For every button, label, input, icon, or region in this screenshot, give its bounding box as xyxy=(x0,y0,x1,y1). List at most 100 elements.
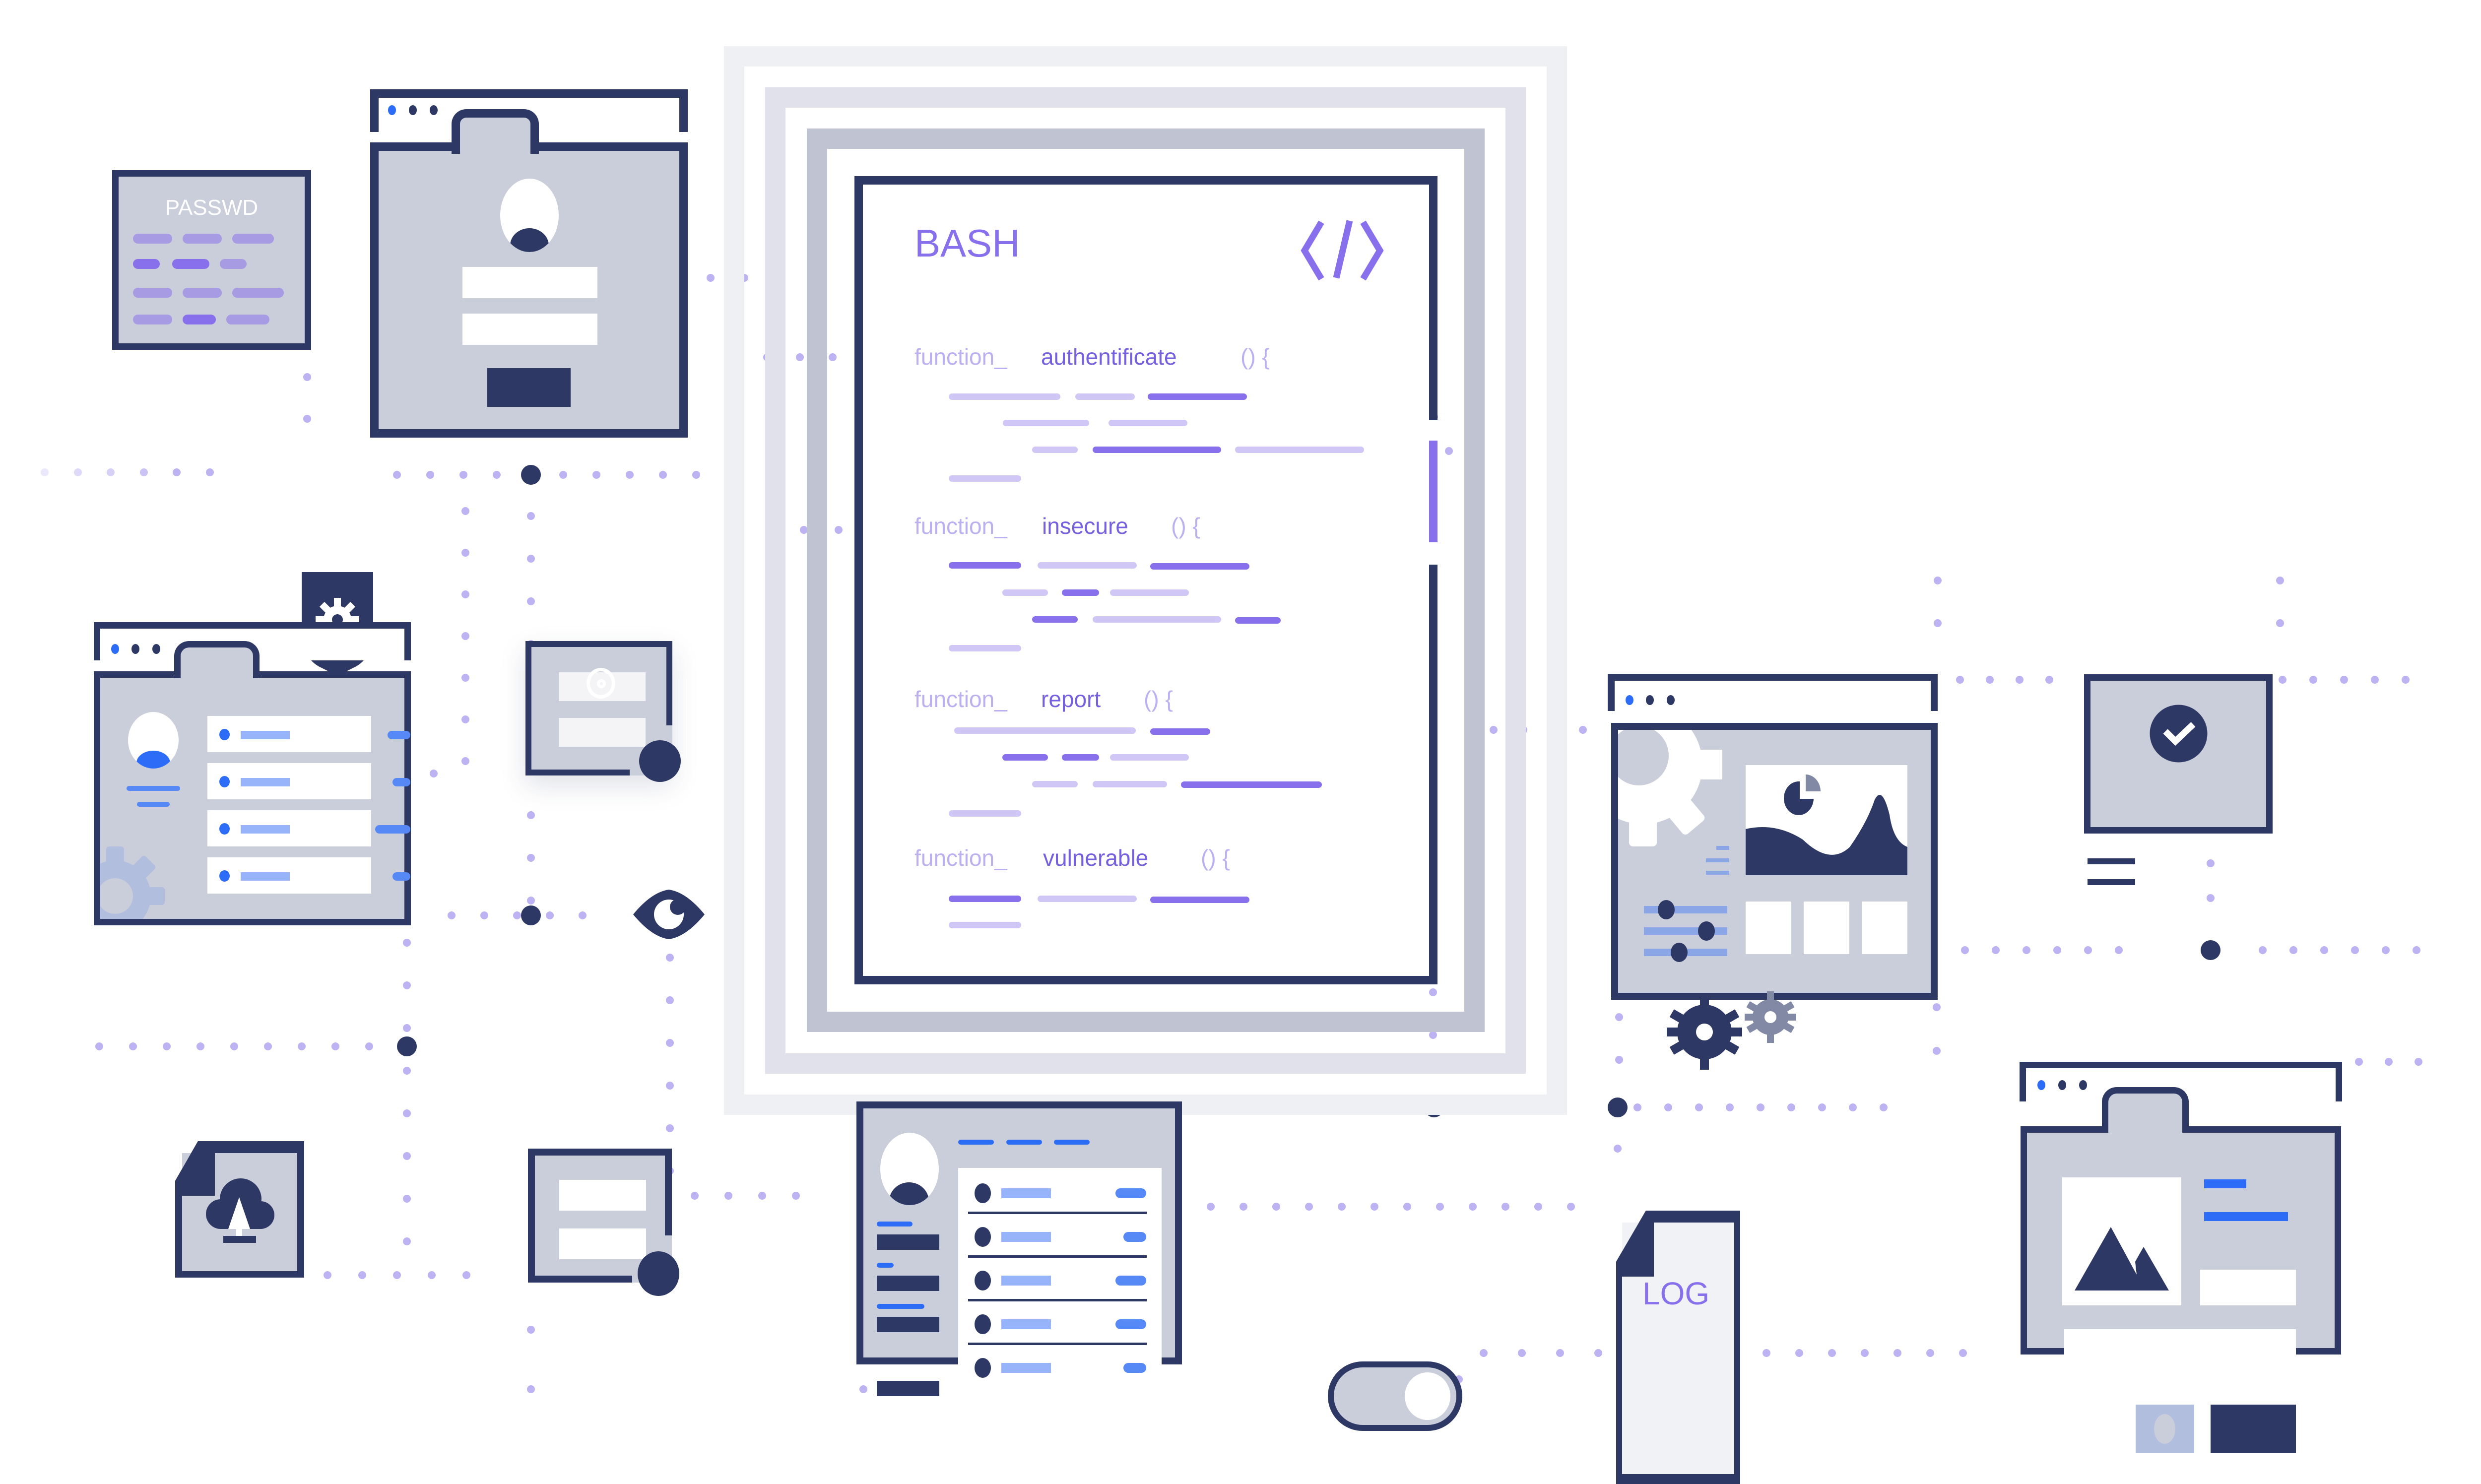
connector-dot xyxy=(358,1271,366,1279)
log-label: LOG xyxy=(1642,1276,1710,1311)
connector-dot xyxy=(1429,1031,1437,1039)
connector-dot xyxy=(2276,619,2284,627)
list-item[interactable] xyxy=(207,810,410,846)
connector-dot xyxy=(691,1192,699,1200)
list-item[interactable] xyxy=(207,763,410,799)
connector-dot xyxy=(666,1124,674,1132)
connector-dot xyxy=(403,981,411,989)
gear-icon xyxy=(1618,730,1722,846)
connector-dot xyxy=(303,373,311,381)
connector-dot xyxy=(1518,1349,1526,1357)
connector-dot xyxy=(2413,946,2420,954)
image-icon xyxy=(2062,1177,2181,1305)
list-item[interactable] xyxy=(207,857,410,894)
connector-dot xyxy=(1403,1203,1411,1211)
connector-dot xyxy=(513,911,521,919)
email-field-2[interactable] xyxy=(559,718,646,747)
list-item[interactable] xyxy=(207,716,410,752)
connector-dot xyxy=(206,468,214,476)
form-field[interactable] xyxy=(559,1180,646,1211)
connector-dot xyxy=(2289,946,2297,954)
bullet xyxy=(219,823,230,835)
connector-dot xyxy=(1371,1203,1378,1211)
connector-dot xyxy=(579,911,587,919)
connector-dot xyxy=(2259,946,2267,954)
slider-knob[interactable] xyxy=(1670,943,1688,962)
login-button[interactable] xyxy=(487,368,571,407)
payment-icon xyxy=(2136,1405,2194,1453)
media-field[interactable] xyxy=(2200,1270,2296,1305)
connector-dot xyxy=(461,590,469,598)
connector-dot xyxy=(1926,1349,1934,1357)
connector-dot xyxy=(403,1152,411,1160)
function-prefix: function_ xyxy=(914,513,1007,539)
connector-dot xyxy=(1959,1349,1967,1357)
doc-right-border-bottom xyxy=(1429,565,1437,984)
form-field-2[interactable] xyxy=(559,1228,646,1259)
connector-dot xyxy=(1828,1349,1836,1357)
function-prefix: function_ xyxy=(914,344,1007,370)
connector-dot xyxy=(403,939,411,947)
avatar xyxy=(128,712,179,769)
connector-dot xyxy=(829,353,837,361)
connector-dot xyxy=(461,757,469,765)
toggle-knob xyxy=(1405,1372,1450,1420)
connector-dot xyxy=(1614,1145,1622,1153)
connector-dot xyxy=(493,471,501,479)
connector-dot xyxy=(792,1192,800,1200)
connector-dot xyxy=(41,468,49,476)
doc-right-border-top xyxy=(1429,176,1437,420)
connector-dot xyxy=(2207,859,2215,867)
connector-dot xyxy=(1893,1349,1901,1357)
connector-dot xyxy=(666,954,674,962)
connector-dot xyxy=(1502,1203,1509,1211)
connector-dot xyxy=(592,471,600,479)
cloud-upload-icon xyxy=(206,1178,274,1243)
connector-dot xyxy=(461,715,469,723)
connector-dot xyxy=(2084,946,2092,954)
connector-dot xyxy=(1763,1349,1770,1357)
bullet xyxy=(219,776,230,787)
eye-icon[interactable] xyxy=(632,888,706,941)
function-name: report xyxy=(1041,686,1101,712)
doc-scroll-accent[interactable] xyxy=(1429,441,1437,542)
slider-knob[interactable] xyxy=(1658,900,1675,919)
connector-dot xyxy=(707,274,715,282)
check-circle-icon xyxy=(2150,705,2208,763)
connector-dot xyxy=(2115,946,2123,954)
code-document xyxy=(854,176,1437,984)
connector-dot xyxy=(365,1042,373,1050)
connector-dot xyxy=(527,1385,535,1393)
connector-dot xyxy=(107,468,115,476)
connector-dot xyxy=(527,897,535,904)
connector-dot xyxy=(724,1192,732,1200)
connector-dot xyxy=(173,468,181,476)
connector-dot xyxy=(1272,1203,1280,1211)
doc-title: BASH xyxy=(914,221,1020,265)
connector-dot xyxy=(2351,946,2359,954)
connector-dot xyxy=(1579,726,1587,734)
username-field[interactable] xyxy=(462,267,597,298)
connector-dot xyxy=(461,549,469,557)
connector-dot xyxy=(559,471,567,479)
connector-dot xyxy=(1861,1349,1869,1357)
slider-knob[interactable] xyxy=(1698,921,1715,941)
connector-dot xyxy=(1429,988,1437,996)
connector-dot xyxy=(430,770,438,777)
connector-dot xyxy=(1795,1349,1803,1357)
media-field-2[interactable] xyxy=(2064,1329,2296,1377)
connector-dot xyxy=(2340,676,2348,684)
connector-dot xyxy=(393,471,401,479)
connector-dot xyxy=(2053,946,2061,954)
connector-dot xyxy=(2276,577,2284,584)
toggle-switch[interactable] xyxy=(1328,1361,1462,1483)
submit-button[interactable] xyxy=(2211,1405,2296,1453)
connector-dot xyxy=(835,526,843,534)
connector-dot xyxy=(264,1042,272,1050)
connector-dot xyxy=(1633,1103,1641,1111)
function-prefix: function_ xyxy=(914,686,1007,712)
connector-dot xyxy=(403,1109,411,1117)
password-field[interactable] xyxy=(462,314,597,345)
connector-dot xyxy=(1961,946,1969,954)
connector-dot xyxy=(1956,676,1964,684)
